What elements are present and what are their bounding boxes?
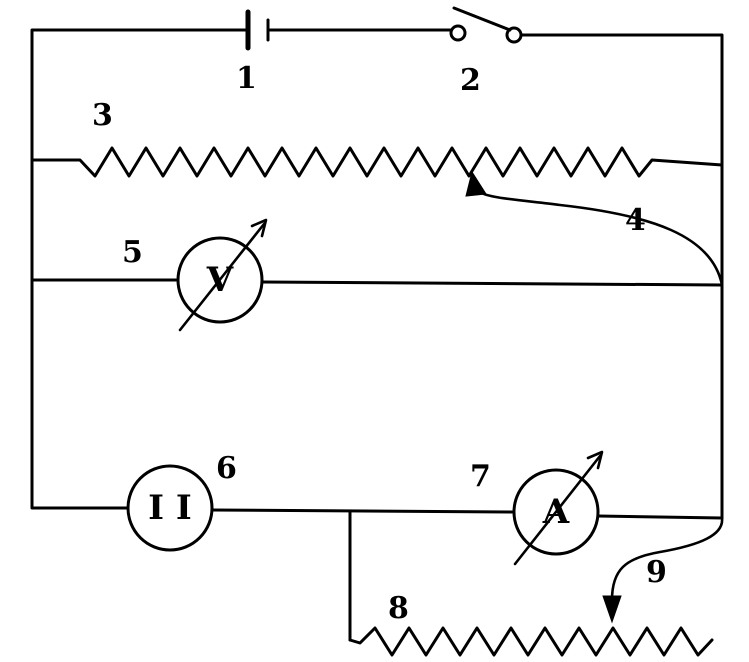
left-wire (30, 158, 130, 510)
switch-symbol[interactable] (449, 6, 523, 44)
label-battery: 1 (236, 61, 257, 96)
label-slider-bottom: 9 (646, 555, 667, 590)
top-wire (30, 28, 724, 162)
top-slider[interactable] (465, 170, 724, 287)
label-element: 6 (216, 451, 237, 486)
top-rheostat (30, 146, 724, 178)
label-slider-top: 4 (625, 203, 646, 238)
element-symbol: I I (148, 488, 192, 528)
battery-symbol (245, 9, 270, 51)
top-slider-arrowhead (465, 170, 487, 197)
label-switch: 2 (460, 63, 481, 98)
label-ammeter: 7 (470, 459, 491, 494)
label-rheostat-bottom: 8 (388, 591, 409, 626)
element-6[interactable]: I I (126, 464, 214, 552)
voltmeter-branch (30, 278, 724, 287)
ammeter-arrow-icon (586, 450, 604, 470)
bottom-slider[interactable] (602, 516, 724, 624)
ammeter[interactable]: A (512, 450, 604, 566)
voltmeter[interactable]: V (176, 218, 268, 332)
bottom-wire (210, 508, 724, 642)
label-rheostat-top: 3 (92, 98, 113, 133)
voltmeter-arrow-icon (250, 218, 268, 238)
bottom-rheostat (348, 626, 714, 657)
label-voltmeter: 5 (122, 235, 143, 270)
bottom-slider-arrowhead (602, 595, 622, 624)
